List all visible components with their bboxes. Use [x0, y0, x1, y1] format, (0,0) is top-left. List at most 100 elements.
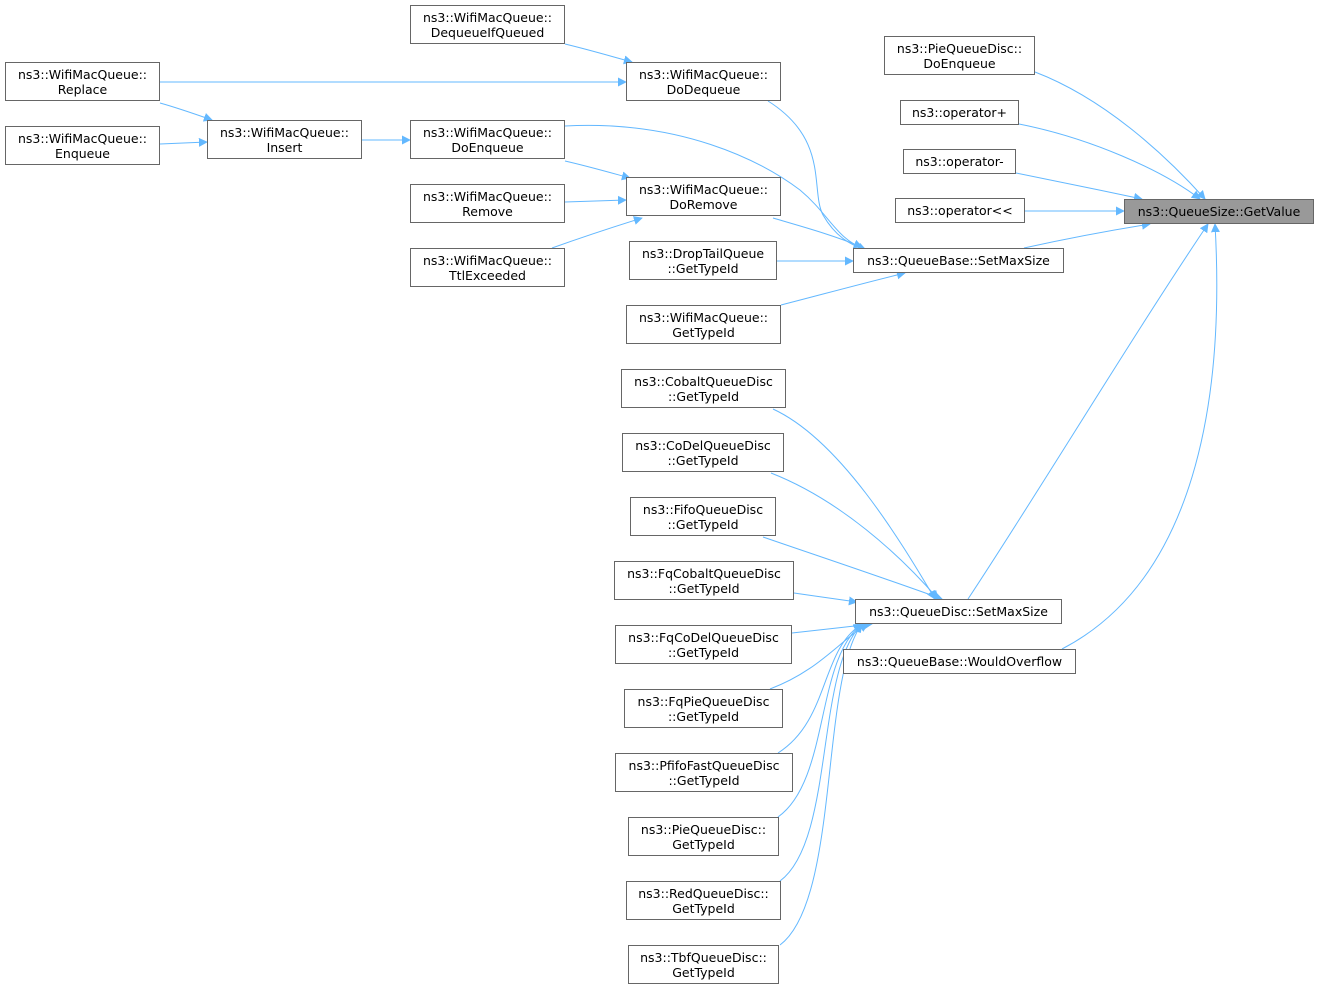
node-label: ns3::QueueDisc::SetMaxSize	[869, 604, 1048, 619]
edge-wifimacqueue-remove-to-wifimacqueue-doremove	[564, 195, 627, 205]
node-label: ns3::WifiMacQueue::	[422, 188, 553, 204]
node-label: ::GetTypeId	[668, 772, 740, 788]
node-label: ns3::FqCoDelQueueDisc	[628, 629, 779, 645]
node-label: ns3::WifiMacQueue::	[219, 124, 350, 140]
node-droptailqueue-gettypeid[interactable]: ns3::DropTailQueue::GetTypeId	[629, 241, 777, 280]
node-label: ::GetTypeId	[667, 644, 740, 660]
node-label: ::GetTypeId	[667, 452, 739, 468]
edge-wifimacqueue-ttlexceeded-to-wifimacqueue-doremove	[551, 216, 643, 249]
node-label: GetTypeId	[672, 324, 735, 340]
node-label: ::GetTypeId	[667, 260, 739, 276]
node-wifimacqueue-remove[interactable]: ns3::WifiMacQueue::Remove	[410, 184, 565, 223]
node-piequeuedisc-doenqueue[interactable]: ns3::PieQueueDisc::DoEnqueue	[884, 36, 1035, 75]
node-queuebase-setmaxsize[interactable]: ns3::QueueBase::SetMaxSize	[853, 248, 1064, 273]
node-label: ns3::FqPieQueueDisc	[637, 693, 770, 709]
node-fqpiequeuedisc-gettypeid[interactable]: ns3::FqPieQueueDisc::GetTypeId	[624, 689, 783, 728]
node-label: Insert	[266, 139, 303, 155]
node-label: ns3::WifiMacQueue::	[638, 66, 769, 82]
node-tbfqueuedisc-gettypeid[interactable]: ns3::TbfQueueDisc::GetTypeId	[628, 945, 779, 984]
node-label: ns3::QueueBase::WouldOverflow	[856, 654, 1063, 669]
node-label: ns3::PieQueueDisc::	[896, 40, 1023, 56]
edge-fqcobaltqueuedisc-gettypeid-to-queuedisc-setmaxsize	[793, 592, 858, 606]
node-label: ns3::WifiMacQueue::	[638, 181, 769, 197]
node-wifimacqueue-gettypeid[interactable]: ns3::WifiMacQueue::GetTypeId	[626, 305, 781, 344]
node-pfifofastqueuedisc-gettypeid[interactable]: ns3::PfifoFastQueueDisc::GetTypeId	[615, 753, 793, 792]
node-label: ns3::RedQueueDisc::	[638, 885, 769, 901]
node-label: ns3::TbfQueueDisc::	[640, 949, 767, 965]
node-wifimacqueue-dodequeue[interactable]: ns3::WifiMacQueue::DoDequeue	[626, 62, 781, 101]
edge-redqueuedisc-gettypeid-to-queuedisc-setmaxsize	[779, 623, 863, 882]
node-label: ns3::FifoQueueDisc	[642, 501, 764, 517]
node-label: ns3::PfifoFastQueueDisc	[628, 757, 780, 773]
node-cobaltqueuedisc-gettypeid[interactable]: ns3::CobaltQueueDisc::GetTypeId	[621, 369, 786, 408]
node-wifimacqueue-dequeueifqueued[interactable]: ns3::WifiMacQueue::DequeueIfQueued	[410, 5, 565, 44]
node-label: ns3::WifiMacQueue::	[422, 9, 553, 25]
node-label: DoEnqueue	[451, 139, 524, 155]
node-label: ns3::operator+	[911, 105, 1008, 120]
node-label: ns3::QueueSize::GetValue	[1137, 204, 1301, 219]
node-wifimacqueue-replace[interactable]: ns3::WifiMacQueue::Replace	[5, 62, 160, 101]
node-label: Remove	[462, 203, 513, 219]
edge-queuebase-wouldoverflow-to-getvalue	[1061, 223, 1220, 650]
node-fqcodelqueuedisc-gettypeid[interactable]: ns3::FqCoDelQueueDisc::GetTypeId	[615, 625, 792, 664]
edge-operator-minus-to-getvalue	[1015, 172, 1143, 202]
edge-wifimacqueue-enqueue-to-wifimacqueue-insert	[159, 137, 208, 147]
node-codelqueuedisc-gettypeid[interactable]: ns3::CoDelQueueDisc::GetTypeId	[622, 433, 784, 472]
node-label: ns3::QueueBase::SetMaxSize	[867, 253, 1050, 268]
node-wifimacqueue-doenqueue[interactable]: ns3::WifiMacQueue::DoEnqueue	[410, 120, 565, 159]
node-label: Enqueue	[55, 145, 110, 161]
node-label: ns3::CoDelQueueDisc	[635, 437, 771, 453]
node-wifimacqueue-ttlexceeded[interactable]: ns3::WifiMacQueue::TtlExceeded	[410, 248, 565, 287]
node-label: GetTypeId	[672, 836, 735, 852]
node-label: TtlExceeded	[449, 267, 526, 283]
edge-piequeuedisc-doenqueue-to-getvalue	[1034, 71, 1206, 200]
node-operator-plus[interactable]: ns3::operator+	[900, 100, 1019, 125]
node-label: ns3::WifiMacQueue::	[422, 252, 553, 268]
node-label: DequeueIfQueued	[430, 24, 545, 40]
node-label: DoRemove	[669, 196, 738, 212]
node-label: ::GetTypeId	[667, 388, 740, 404]
node-fqcobaltqueuedisc-gettypeid[interactable]: ns3::FqCobaltQueueDisc::GetTypeId	[614, 561, 794, 600]
node-label: DoEnqueue	[923, 55, 996, 71]
node-label: ns3::WifiMacQueue::	[638, 309, 769, 325]
edge-wifimacqueue-doenqueue-to-queuebase-setmaxsize	[564, 124, 867, 252]
node-operator-minus[interactable]: ns3::operator-	[903, 149, 1016, 174]
node-redqueuedisc-gettypeid[interactable]: ns3::RedQueueDisc::GetTypeId	[626, 881, 781, 920]
node-operator-shift[interactable]: ns3::operator<<	[895, 198, 1025, 223]
node-label: ns3::WifiMacQueue::	[17, 66, 148, 82]
node-label: ns3::PieQueueDisc::	[640, 821, 767, 837]
edge-wifimacqueue-dodequeue-to-queuebase-setmaxsize	[767, 100, 867, 252]
edge-piequeuedisc-gettypeid-to-queuedisc-setmaxsize	[777, 623, 863, 818]
node-label: ::GetTypeId	[667, 708, 740, 724]
node-queuedisc-setmaxsize[interactable]: ns3::QueueDisc::SetMaxSize	[855, 599, 1062, 624]
node-label: ns3::FqCobaltQueueDisc	[627, 565, 781, 581]
node-label: ::GetTypeId	[667, 516, 739, 532]
edge-queuedisc-setmaxsize-to-getvalue	[967, 223, 1209, 600]
node-wifimacqueue-enqueue[interactable]: ns3::WifiMacQueue::Enqueue	[5, 126, 160, 165]
node-label: GetTypeId	[672, 900, 735, 916]
node-label: ns3::operator-	[915, 154, 1004, 169]
edge-wifimacqueue-doenqueue-to-wifimacqueue-doremove	[564, 160, 631, 181]
node-getvalue: ns3::QueueSize::GetValue	[1124, 199, 1314, 224]
node-wifimacqueue-doremove[interactable]: ns3::WifiMacQueue::DoRemove	[626, 177, 781, 216]
node-piequeuedisc-gettypeid[interactable]: ns3::PieQueueDisc::GetTypeId	[628, 817, 779, 856]
edge-operator-plus-to-getvalue	[1018, 123, 1201, 200]
node-queuebase-wouldoverflow[interactable]: ns3::QueueBase::WouldOverflow	[843, 649, 1076, 674]
node-fifoqueuedisc-gettypeid[interactable]: ns3::FifoQueueDisc::GetTypeId	[630, 497, 776, 536]
node-label: GetTypeId	[672, 964, 735, 980]
node-label: ns3::WifiMacQueue::	[422, 124, 553, 140]
edge-pfifofastqueuedisc-gettypeid-to-queuedisc-setmaxsize	[777, 623, 863, 754]
node-label: DoDequeue	[666, 81, 741, 97]
edge-wifimacqueue-replace-to-wifimacqueue-insert	[159, 102, 213, 122]
edge-fifoqueuedisc-gettypeid-to-queuedisc-setmaxsize	[762, 536, 943, 601]
node-label: ns3::operator<<	[907, 203, 1013, 218]
node-label: ::GetTypeId	[668, 580, 740, 596]
edge-queuebase-setmaxsize-to-getvalue	[1023, 220, 1151, 249]
node-wifimacqueue-insert[interactable]: ns3::WifiMacQueue::Insert	[207, 120, 362, 159]
node-label: ns3::CobaltQueueDisc	[634, 373, 773, 389]
node-label: Replace	[57, 81, 108, 97]
edge-wifimacqueue-dequeueifqueued-to-wifimacqueue-dodequeue	[564, 43, 633, 65]
edge-wifimacqueue-doremove-to-queuebase-setmaxsize	[772, 217, 863, 249]
